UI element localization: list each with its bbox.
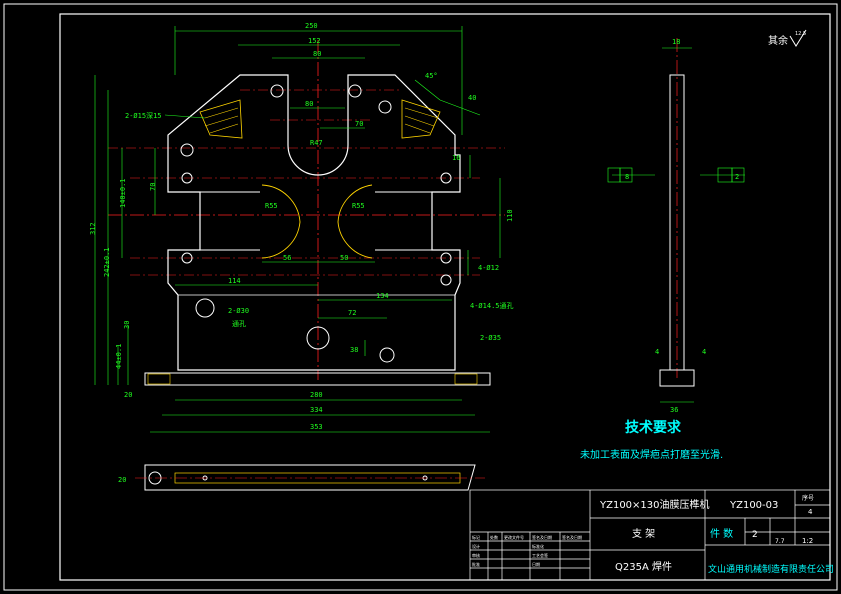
technical-notes: 技术要求 未加工表面及焊疤点打磨至光滑. xyxy=(580,419,723,461)
dim-left-44: 44±0.1 xyxy=(115,344,123,369)
tb-rev-h4: 签名及日期 xyxy=(562,534,582,540)
tb-drawing-no: YZ100-03 xyxy=(729,500,778,511)
dim-left-30: 30 xyxy=(123,321,131,329)
dim-radius-slot: R47 xyxy=(310,139,323,147)
dim-top-mid: 152 xyxy=(308,37,321,45)
tb-qty-label: 件 数 xyxy=(710,527,733,540)
dim-56: 56 xyxy=(283,254,291,262)
roughness-value: 12.5 xyxy=(795,31,806,37)
notes-heading: 技术要求 xyxy=(625,419,682,436)
tb-rev-h2: 更改文件号 xyxy=(504,534,524,540)
tb-row-3: 标准化 xyxy=(532,543,544,549)
dim-top-overall: 250 xyxy=(305,22,318,30)
dim-4x12: 4-Ø12 xyxy=(478,264,499,272)
sheet-outer-border xyxy=(3,3,838,591)
side-top-width: 18 xyxy=(672,38,680,46)
dim-top-inner: 80 xyxy=(313,50,321,58)
roughness-label: 其余 xyxy=(768,34,788,47)
dim-left-70: 70 xyxy=(149,183,157,191)
sheet-inner-border xyxy=(59,13,831,581)
dim-right-110: 110 xyxy=(506,209,514,222)
bottom-height: 20 xyxy=(118,476,126,484)
dim-2x35: 2-Ø35 xyxy=(480,334,501,342)
tb-machine: YZ100×130油膜压榫机 xyxy=(599,498,710,511)
dim-through: 通孔 xyxy=(232,319,246,328)
side-view: 18 36 8 2 4 4 xyxy=(607,38,745,414)
tb-weight: 7.7 xyxy=(775,538,785,545)
dim-left-242: 242±0.1 xyxy=(103,247,111,277)
dim-38: 38 xyxy=(350,346,358,354)
title-block xyxy=(469,489,831,581)
tb-seq-value: 4 xyxy=(808,508,813,516)
side-weld-left: 4 xyxy=(655,348,659,356)
dim-72: 72 xyxy=(348,309,356,317)
tb-seq-label: 序号 xyxy=(802,494,814,502)
dim-arc-right: R55 xyxy=(352,202,365,210)
dim-2x30: 2-Ø30 xyxy=(228,307,249,315)
tb-row-1: 审核 xyxy=(472,552,480,558)
tb-row-2: 批准 xyxy=(472,561,480,567)
tb-material: Q235A 焊件 xyxy=(615,561,672,573)
tb-company: 文山通用机械制造有限责任公司 xyxy=(708,563,834,575)
tb-row-4: 工艺会签 xyxy=(532,552,548,558)
dim-right-step: 16 xyxy=(452,154,460,162)
dim-114: 114 xyxy=(228,277,241,285)
dim-280: 280 xyxy=(310,391,323,399)
front-view: 250 152 80 45° 40 80 70 R47 16 2-Ø15深15 … xyxy=(89,22,514,433)
dim-arc-left: R55 xyxy=(265,202,278,210)
dim-134: 134 xyxy=(376,292,389,300)
bottom-view: 20 xyxy=(118,464,485,491)
dim-50: 50 xyxy=(340,254,348,262)
notes-line-1: 未加工表面及焊疤点打磨至光滑. xyxy=(580,448,723,461)
dim-334: 334 xyxy=(310,406,323,414)
tb-row-5: 日期 xyxy=(532,561,540,567)
dim-353: 353 xyxy=(310,423,323,431)
flatness-left: 8 xyxy=(625,173,629,181)
side-bottom-width: 36 xyxy=(670,406,678,414)
dim-left-140: 140±0.1 xyxy=(119,178,127,208)
side-weld-right: 4 xyxy=(702,348,706,356)
dim-angle: 45° xyxy=(425,72,438,80)
dim-base-height: 20 xyxy=(124,391,132,399)
tb-row-0: 设计 xyxy=(472,543,480,549)
surface-roughness-mark: 其余 12.5 xyxy=(768,29,807,47)
tb-part-name: 支 架 xyxy=(632,528,655,540)
tb-qty-value: 2 xyxy=(752,530,758,540)
dim-slot-inner: 70 xyxy=(355,120,363,128)
tb-rev-h1: 处数 xyxy=(490,534,498,540)
dim-chamfer: 40 xyxy=(468,94,476,102)
dim-holes-2x15: 2-Ø15深15 xyxy=(125,111,162,120)
flatness-right: 2 xyxy=(735,173,739,181)
tb-scale: 1:2 xyxy=(802,537,813,545)
dim-left-312: 312 xyxy=(89,222,97,235)
dim-4x14: 4-Ø14.5通孔 xyxy=(470,301,514,310)
title-block-text: YZ100×130油膜压榫机 YZ100-03 序号 4 支 架 件 数 2 7… xyxy=(472,494,834,575)
tb-rev-h3: 签名及日期 xyxy=(532,534,552,540)
dim-slot-width: 80 xyxy=(305,100,313,108)
tb-rev-h0: 标记 xyxy=(472,534,480,540)
